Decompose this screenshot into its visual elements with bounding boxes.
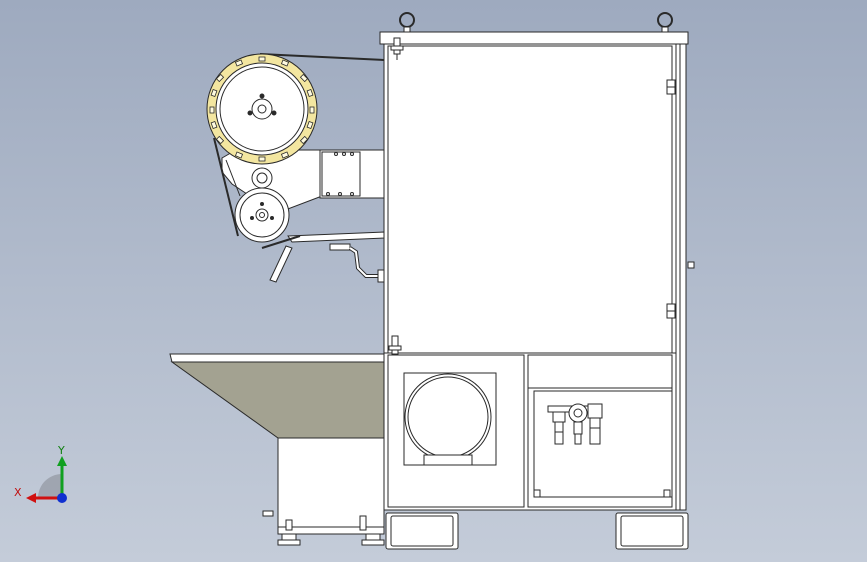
air-hose	[348, 246, 385, 283]
hinge-bottom	[666, 303, 676, 319]
lifting-eye-right	[657, 12, 673, 33]
upper-door-panel	[387, 45, 673, 354]
pulley-ring-slots	[209, 56, 315, 162]
tension-hub	[251, 167, 273, 189]
hinge-top	[666, 79, 676, 95]
work-rest	[269, 231, 385, 283]
coordinate-triad	[26, 456, 67, 503]
latch-top	[390, 37, 404, 60]
idler-pulley	[234, 187, 290, 243]
base-foot-right	[615, 512, 689, 550]
drive-pulley	[206, 53, 318, 165]
hopper-foot-right	[361, 533, 385, 546]
cabinet-top-cap	[379, 31, 689, 45]
axis-x-label: X	[14, 486, 22, 499]
hopper-inclined-face	[170, 361, 385, 439]
axis-y-label: Y	[57, 444, 65, 457]
fan-circle	[404, 373, 492, 461]
latch-bottom	[388, 335, 402, 355]
hopper-lower-box	[277, 437, 385, 535]
lifting-eye-left	[399, 12, 415, 33]
door-handle	[687, 261, 695, 269]
hopper-top-lip	[169, 353, 385, 363]
base-foot-left	[385, 512, 459, 550]
air-regulator-unit	[547, 403, 603, 445]
abrasive-belt	[213, 53, 385, 249]
hopper-foot-left	[277, 533, 301, 546]
